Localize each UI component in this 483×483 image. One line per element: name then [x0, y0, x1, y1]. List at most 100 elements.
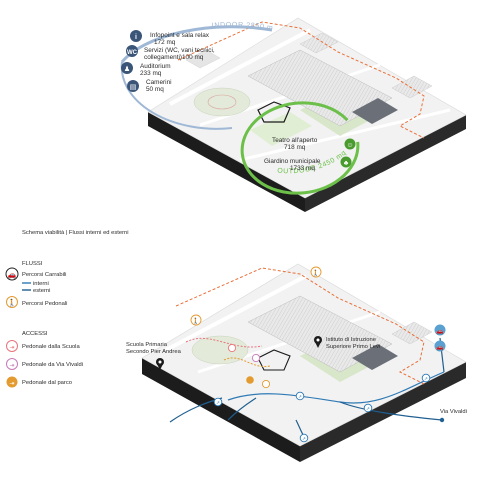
indoor-item-line1: Auditorium [140, 63, 171, 70]
institute-pin-icon [314, 336, 322, 348]
pedestrian-icon: 🚶 [8, 298, 17, 307]
dressing-room-icon: ▤ [130, 84, 137, 91]
route-marker: ↗ [299, 433, 309, 443]
indoor-item-camerini: ▤ Camerini 50 mq [127, 79, 172, 93]
institute-label-line2: Superiore Primo Levi [326, 344, 380, 350]
school-access-icon: ⇥ [9, 345, 14, 351]
pedestrian-path-park [223, 357, 271, 368]
vivaldi-access-icon: ⇥ [9, 363, 14, 369]
garden-icon: ♣ [344, 160, 349, 167]
svg-text:↗: ↗ [298, 394, 302, 399]
route-marker: ↗ [363, 403, 373, 413]
bottom-block-right-side [300, 362, 466, 462]
flows-title: FLUSSI [22, 261, 43, 267]
outdoor-item-line2: 718 mq [284, 144, 306, 151]
school-pin-icon [156, 358, 164, 370]
svg-text:🚶: 🚶 [192, 317, 199, 325]
external-label: esterni [33, 288, 50, 294]
indoor-item-auditorium: ♟ Auditorium 233 mq [121, 62, 171, 77]
car-marker: 🚗 [434, 324, 446, 336]
institute-label-line1: Istituto di Istruzione [326, 337, 376, 343]
svg-text:↗: ↗ [216, 400, 220, 405]
access-marker-school [227, 343, 237, 353]
bottom-park-roundabout [191, 335, 249, 365]
theatre-icon: ☺ [346, 142, 353, 149]
top-building-small-1 [299, 32, 339, 54]
top-building-roof [352, 98, 398, 124]
top-park-roundabout-inner [207, 94, 237, 110]
indoor-item-line2: 172 mq [154, 39, 176, 46]
internal-label: interni [33, 281, 49, 287]
bottom-block-left-side [142, 358, 300, 462]
indoor-item-line1: Camerini [146, 79, 172, 86]
indoor-arc-label: INDOOR 2850 mq [0, 0, 274, 32]
svg-text:↗: ↗ [424, 376, 428, 381]
bottom-site-block: ↗ ↗ ↗ ↗ ↗ 🚶 🚶 🚗 🚗 [141, 263, 467, 462]
flows-legend: FLUSSI 🚗 Percorsi Carrabili interni este… [5, 261, 67, 308]
outdoor-item-giardino: Giardino municipale 1733 mq ♣ [264, 156, 352, 172]
top-street-1 [169, 28, 311, 106]
svg-text:🚶: 🚶 [312, 269, 319, 277]
indoor-item-infopoint: i Infopoint e sala relax 172 mq [130, 30, 210, 46]
pedestrian-marker: 🚶 [310, 266, 322, 278]
top-block-right-side [305, 115, 466, 212]
top-building-main [247, 49, 393, 127]
access-marker-park [246, 376, 254, 384]
indoor-item-line1: Servizi (WC, vani tecnici, [144, 47, 215, 54]
bottom-project-outline [257, 349, 291, 371]
outdoor-item-line2: 1733 mq [290, 165, 315, 172]
info-icon: i [135, 34, 137, 41]
top-building-small-3 [185, 49, 221, 69]
indoor-item-line2: collegamenti)100 mq [144, 54, 204, 61]
car-route-external-3 [339, 401, 443, 421]
route-marker: ↗ [213, 397, 223, 407]
route-marker: ↗ [421, 373, 431, 383]
bottom-street-1 [165, 274, 307, 352]
access-vivaldi-label: Pedonale da Via Vivaldi [22, 362, 83, 368]
scheme-title: Schema viabilità | Flussi interni ed est… [22, 230, 129, 236]
car-icon: 🚗 [8, 272, 17, 279]
svg-text:🚗: 🚗 [436, 345, 444, 351]
pedestrian-label: Percorsi Pedonali [22, 301, 67, 307]
outdoor-item-line1: Teatro all'aperto [272, 137, 318, 144]
street-label: Via Vivaldi [440, 409, 467, 415]
top-street-3 [239, 108, 451, 162]
top-building-small-2 [391, 75, 433, 99]
access-marker-park-2 [261, 379, 271, 389]
outdoor-arc [240, 101, 360, 195]
park-access-icon: ⇥ [9, 381, 14, 387]
route-marker: ↗ [295, 391, 305, 401]
access-school-label: Pedonale dalla Scuola [22, 344, 80, 350]
pedestrian-marker: 🚶 [190, 314, 202, 326]
outdoor-item-teatro: Teatro all'aperto 718 mq ☺ [272, 137, 356, 151]
pedestrian-path-school [185, 337, 263, 348]
access-legend: ACCESSI ⇥ Pedonale dalla Scuola ⇥ Pedona… [6, 331, 83, 388]
indoor-item-line1: Infopoint e sala relax [150, 32, 210, 39]
indoor-arc-lower [120, 61, 233, 130]
svg-text:🚗: 🚗 [436, 329, 444, 335]
toilet-icon: WC [127, 50, 138, 56]
indoor-item-line2: 50 mq [146, 86, 164, 93]
bottom-building-small [391, 321, 433, 345]
outdoor-item-line1: Giardino municipale [264, 158, 321, 165]
bottom-building-roof [352, 344, 398, 370]
access-title: ACCESSI [22, 331, 48, 337]
svg-text:↗: ↗ [366, 406, 370, 411]
top-site-boundary [177, 21, 425, 139]
top-green-area-2 [250, 112, 312, 146]
auditorium-icon: ♟ [124, 65, 130, 73]
top-project-outline [257, 101, 291, 123]
bottom-building-main [247, 295, 393, 373]
school-label-line2: Secondo Pier Andrea [126, 349, 182, 355]
route-endpoint [439, 417, 445, 423]
school-label-line1: Scuola Primaria [126, 342, 168, 348]
indoor-item-line2: 233 mq [140, 70, 162, 77]
top-park-roundabout [193, 87, 251, 117]
indoor-item-servizi: WC Servizi (WC, vani tecnici, collegamen… [126, 45, 215, 61]
bottom-site-boundary [175, 267, 425, 385]
car-label: Percorsi Carrabili [22, 272, 66, 278]
access-park-label: Pedonale dal parco [22, 380, 72, 386]
access-marker-vivaldi [251, 353, 261, 363]
car-route-external-2 [227, 397, 257, 421]
top-site-block: INDOOR 2850 mq OUTDOOR 2450 mq [0, 0, 467, 212]
